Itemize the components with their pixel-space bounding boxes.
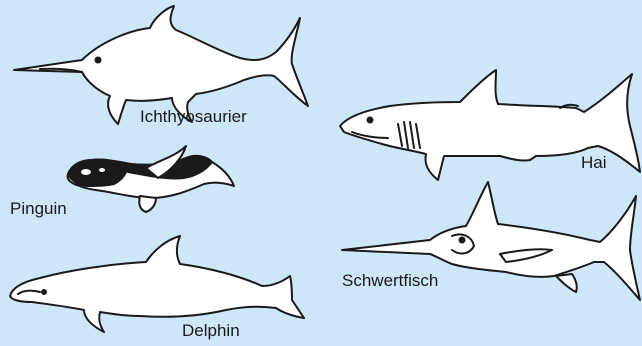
penguin-drawing — [68, 146, 234, 212]
label-penguin: Pinguin — [10, 200, 67, 217]
label-swordfish: Schwertfisch — [342, 272, 438, 289]
label-shark: Hai — [581, 154, 607, 171]
label-dolphin: Delphin — [182, 322, 240, 339]
dolphin-drawing — [10, 236, 304, 332]
label-ichthyosaur: Ichthyosaurier — [140, 108, 247, 125]
